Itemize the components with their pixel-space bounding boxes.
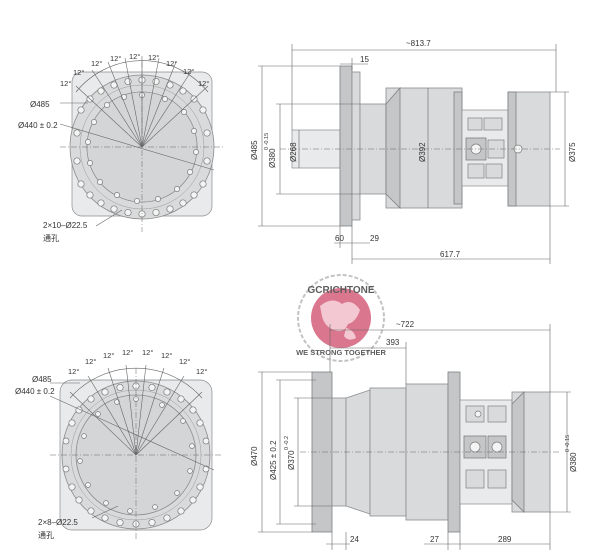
top-side-view: ~813.7 15 Ø485 Ø380 0 -0.15 Ø268 Ø392 Ø3… (250, 39, 577, 264)
top-d485: Ø485 (250, 140, 259, 160)
svg-text:12°: 12° (183, 67, 194, 76)
bottom-d425: Ø425 ± 0.2 (269, 440, 278, 480)
bottom-flange-holes: 2×8–Ø22.5 (38, 518, 78, 527)
svg-text:12°: 12° (198, 79, 209, 88)
top-flange-d-outer: Ø485 (30, 100, 50, 109)
bottom-flange-d-outer: Ø485 (32, 375, 52, 384)
svg-text:12°: 12° (110, 54, 121, 63)
svg-text:12°: 12° (142, 348, 153, 357)
top-dim617: 617.7 (440, 250, 461, 259)
bottom-d380-tol: 0 -0.15 (565, 435, 571, 452)
bottom-flange-angle-leaders (49, 364, 215, 519)
watermark-logo: GCRICHTONE WE STRONG TOGETHER (296, 274, 387, 362)
watermark-slogan: WE STRONG TOGETHER (296, 348, 386, 357)
watermark-brand: GCRICHTONE (307, 285, 374, 296)
svg-text:12°: 12° (122, 348, 133, 357)
svg-text:12°: 12° (148, 53, 159, 62)
top-flange-view: 12° 12° 12° 12° 12° 12° 12° 12° 12° Ø485… (18, 52, 224, 243)
bottom-flange-d-pcd: Ø440 ± 0.2 (15, 387, 55, 396)
bottom-dim393: 393 (386, 338, 400, 347)
top-flange-holes: 2×10–Ø22.5 (43, 221, 88, 230)
top-overall-length: ~813.7 (406, 39, 431, 48)
svg-text:12°: 12° (68, 367, 79, 376)
bottom-dim24: 24 (350, 535, 359, 544)
bottom-overall-length: ~722 (396, 320, 415, 329)
top-flange-d-pcd: Ø440 ± 0.2 (18, 121, 58, 130)
top-dim29: 29 (370, 234, 379, 243)
top-dim60: 60 (335, 234, 344, 243)
top-d392: Ø392 (418, 142, 427, 162)
bottom-side-view: ~722 393 Ø470 Ø425 ± 0.2 Ø370 0 -0.2 Ø38… (250, 320, 578, 550)
svg-text:12°: 12° (179, 357, 190, 366)
bottom-d370-tol: 0 -0.2 (284, 436, 290, 450)
svg-text:12°: 12° (129, 52, 140, 61)
bottom-dim27: 27 (430, 535, 439, 544)
bottom-flange-bolt-holes (62, 382, 210, 528)
top-side-dimension-lines (258, 44, 569, 264)
svg-text:12°: 12° (60, 79, 71, 88)
svg-text:12°: 12° (73, 68, 84, 77)
bottom-flange-thru: 通孔 (38, 530, 54, 540)
bottom-side-dimension-lines (258, 324, 571, 550)
top-flange-bolt-holes (73, 76, 211, 218)
top-flange-thickness: 15 (360, 55, 369, 64)
top-d380: Ø380 (268, 148, 277, 168)
svg-text:12°: 12° (166, 59, 177, 68)
svg-text:12°: 12° (161, 351, 172, 360)
top-d375: Ø375 (568, 142, 577, 162)
top-flange-angle-labels: 12° 12° 12° 12° 12° 12° 12° 12° 12° (60, 52, 209, 88)
top-d268: Ø268 (289, 142, 298, 162)
top-d380-tol: 0 -0.15 (264, 133, 270, 150)
bottom-flange-angle-labels: 12° 12° 12° 12° 12° 12° 12° 12° (68, 348, 207, 376)
bottom-dim289: 289 (498, 535, 512, 544)
top-mounting-flange (339, 65, 353, 227)
svg-text:12°: 12° (91, 59, 102, 68)
svg-text:12°: 12° (85, 357, 96, 366)
svg-text:12°: 12° (103, 351, 114, 360)
bottom-d380: Ø380 (569, 452, 578, 472)
top-flange-angle-leaders (59, 56, 215, 227)
bottom-d370: Ø370 (287, 450, 296, 470)
bottom-d470: Ø470 (250, 446, 259, 466)
bottom-flange-view: 12° 12° 12° 12° 12° 12° 12° 12° Ø485 Ø44… (15, 348, 222, 540)
svg-text:12°: 12° (196, 367, 207, 376)
top-flange-thru: 通孔 (43, 233, 59, 243)
